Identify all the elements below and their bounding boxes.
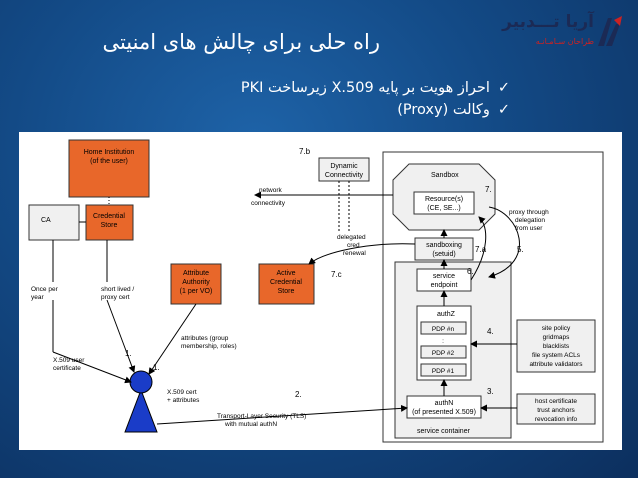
sandbox-label: Sandbox: [431, 172, 459, 179]
architecture-diagram: Home Institution (of the user) CA Creden…: [19, 132, 622, 450]
host-frame: [382, 151, 604, 443]
pdp-label: :: [442, 338, 444, 345]
pdp-label: PDP #n: [432, 326, 455, 333]
pdp-label: PDP #1: [432, 368, 455, 375]
step-number: 1.: [125, 349, 132, 358]
credential-store-label: Credential: [93, 213, 125, 220]
label-delegated: delegated: [337, 234, 366, 241]
bullet-text: احراز هویت بر پایه X.509 زیرساخت PKI: [240, 80, 490, 96]
label-short-lived: short lived /: [101, 286, 134, 293]
policy-text: site policy: [542, 325, 571, 332]
label-attributes: attributes (group: [181, 335, 229, 342]
label-x509-user-cert: X.509 user: [53, 357, 85, 364]
step-number: 7.: [485, 185, 492, 194]
cert-text: trust anchors: [537, 407, 575, 414]
ca-label: CA: [41, 217, 51, 224]
step-number: 5.: [517, 245, 524, 254]
logo-subtitle: طراحان سـامـانـه: [535, 37, 594, 46]
label-attributes: membership, roles): [181, 343, 237, 350]
aria-tadbir-logo-icon: [598, 16, 622, 46]
label-network: connectivity: [251, 200, 286, 207]
service-endpoint-label: endpoint: [431, 282, 458, 289]
step-number: 3.: [487, 387, 494, 396]
cert-box: [516, 393, 596, 425]
label-tls: with mutual authN: [224, 421, 277, 428]
label-once-per-year: year: [31, 294, 44, 301]
step-number: 4.: [487, 327, 494, 336]
home-institution-label: Home Institution: [84, 149, 135, 156]
sandboxing-label: sandboxing: [426, 242, 462, 249]
label-delegated: cred: [347, 242, 360, 249]
service-container-label: service container: [417, 428, 471, 435]
attribute-authority-label: Authority: [182, 279, 210, 286]
authn-label: authN: [435, 400, 454, 407]
user-icon: [124, 388, 158, 433]
step-number: 1.: [153, 363, 160, 372]
cert-text: host certificate: [535, 398, 577, 405]
resources-box: [413, 191, 475, 215]
dynamic-connectivity-box: [318, 157, 370, 182]
dynamic-connectivity-label: Dynamic: [330, 163, 358, 170]
bullet-list: ✓ احراز هویت بر پایه X.509 زیرساخت PKI ✓ و…: [241, 80, 510, 124]
label-x509-user-cert: certificate: [53, 365, 81, 372]
active-credential-store-label: Active: [276, 270, 295, 277]
label-x509-cert-attrs: X.509 cert: [167, 389, 197, 396]
active-credential-store-box: [258, 263, 315, 305]
policy-text: blacklists: [543, 343, 570, 350]
dynamic-connectivity-label: Connectivity: [325, 172, 364, 179]
label-once-per-year: Once per: [31, 286, 59, 293]
step-number: 7.c: [331, 270, 342, 279]
policy-text: attribute validators: [529, 361, 583, 368]
resources-label: (CE, SE...): [427, 205, 460, 212]
slide-title: راه حلی برای چالش های امنیتی: [102, 30, 380, 54]
company-logo: آریا تـــدبیر طراحان سـامـانـه: [502, 12, 624, 56]
sandboxing-label: (setuid): [432, 251, 455, 258]
policy-text: gridmaps: [543, 334, 570, 341]
label-proxy-through: delegation: [515, 217, 545, 224]
label-delegated: renewal: [343, 250, 366, 257]
authz-label: authZ: [437, 311, 456, 318]
ca-box: [28, 204, 80, 241]
label-proxy-through: proxy through: [509, 209, 549, 216]
bullet-item: ✓ وکالت (Proxy): [241, 102, 510, 124]
authn-label: (of presented X.509): [412, 409, 476, 416]
cert-text: revocation info: [535, 416, 578, 423]
label-tls: Transport-Layer Security (TLS): [217, 413, 306, 420]
step-number: 7.a: [475, 245, 487, 254]
active-credential-store-label: Store: [278, 288, 295, 295]
service-endpoint-label: service: [433, 273, 455, 280]
label-x509-cert-attrs: + attributes: [167, 397, 200, 404]
pdp-label: PDP #2: [432, 350, 455, 357]
step-number: 2.: [295, 390, 302, 399]
step-number: 6.: [467, 267, 474, 276]
home-institution-label: (of the user): [90, 158, 128, 165]
resources-label: Resource(s): [425, 196, 463, 203]
credential-store-label: Store: [101, 222, 118, 229]
diagram-svg: Home Institution (of the user) CA Creden…: [28, 139, 604, 443]
logo-name: آریا تـــدبیر: [502, 12, 594, 32]
label-proxy-through: from user: [515, 225, 543, 232]
home-institution-box: [68, 139, 150, 198]
check-icon: ✓: [497, 80, 510, 96]
policy-text: file system ACLs: [532, 352, 581, 359]
bullet-item: ✓ احراز هویت بر پایه X.509 زیرساخت PKI: [241, 80, 510, 102]
attribute-authority-label: (1 per VO): [180, 288, 213, 295]
step-number: 7.b: [299, 147, 311, 156]
check-icon: ✓: [497, 102, 510, 118]
attribute-authority-label: Attribute: [183, 270, 209, 277]
label-network: network: [259, 187, 283, 194]
label-short-lived: proxy cert: [101, 294, 130, 301]
bullet-text: وکالت (Proxy): [397, 102, 490, 118]
active-credential-store-label: Credential: [270, 279, 302, 286]
user-head-icon: [129, 370, 153, 394]
policy-box: [516, 319, 596, 373]
